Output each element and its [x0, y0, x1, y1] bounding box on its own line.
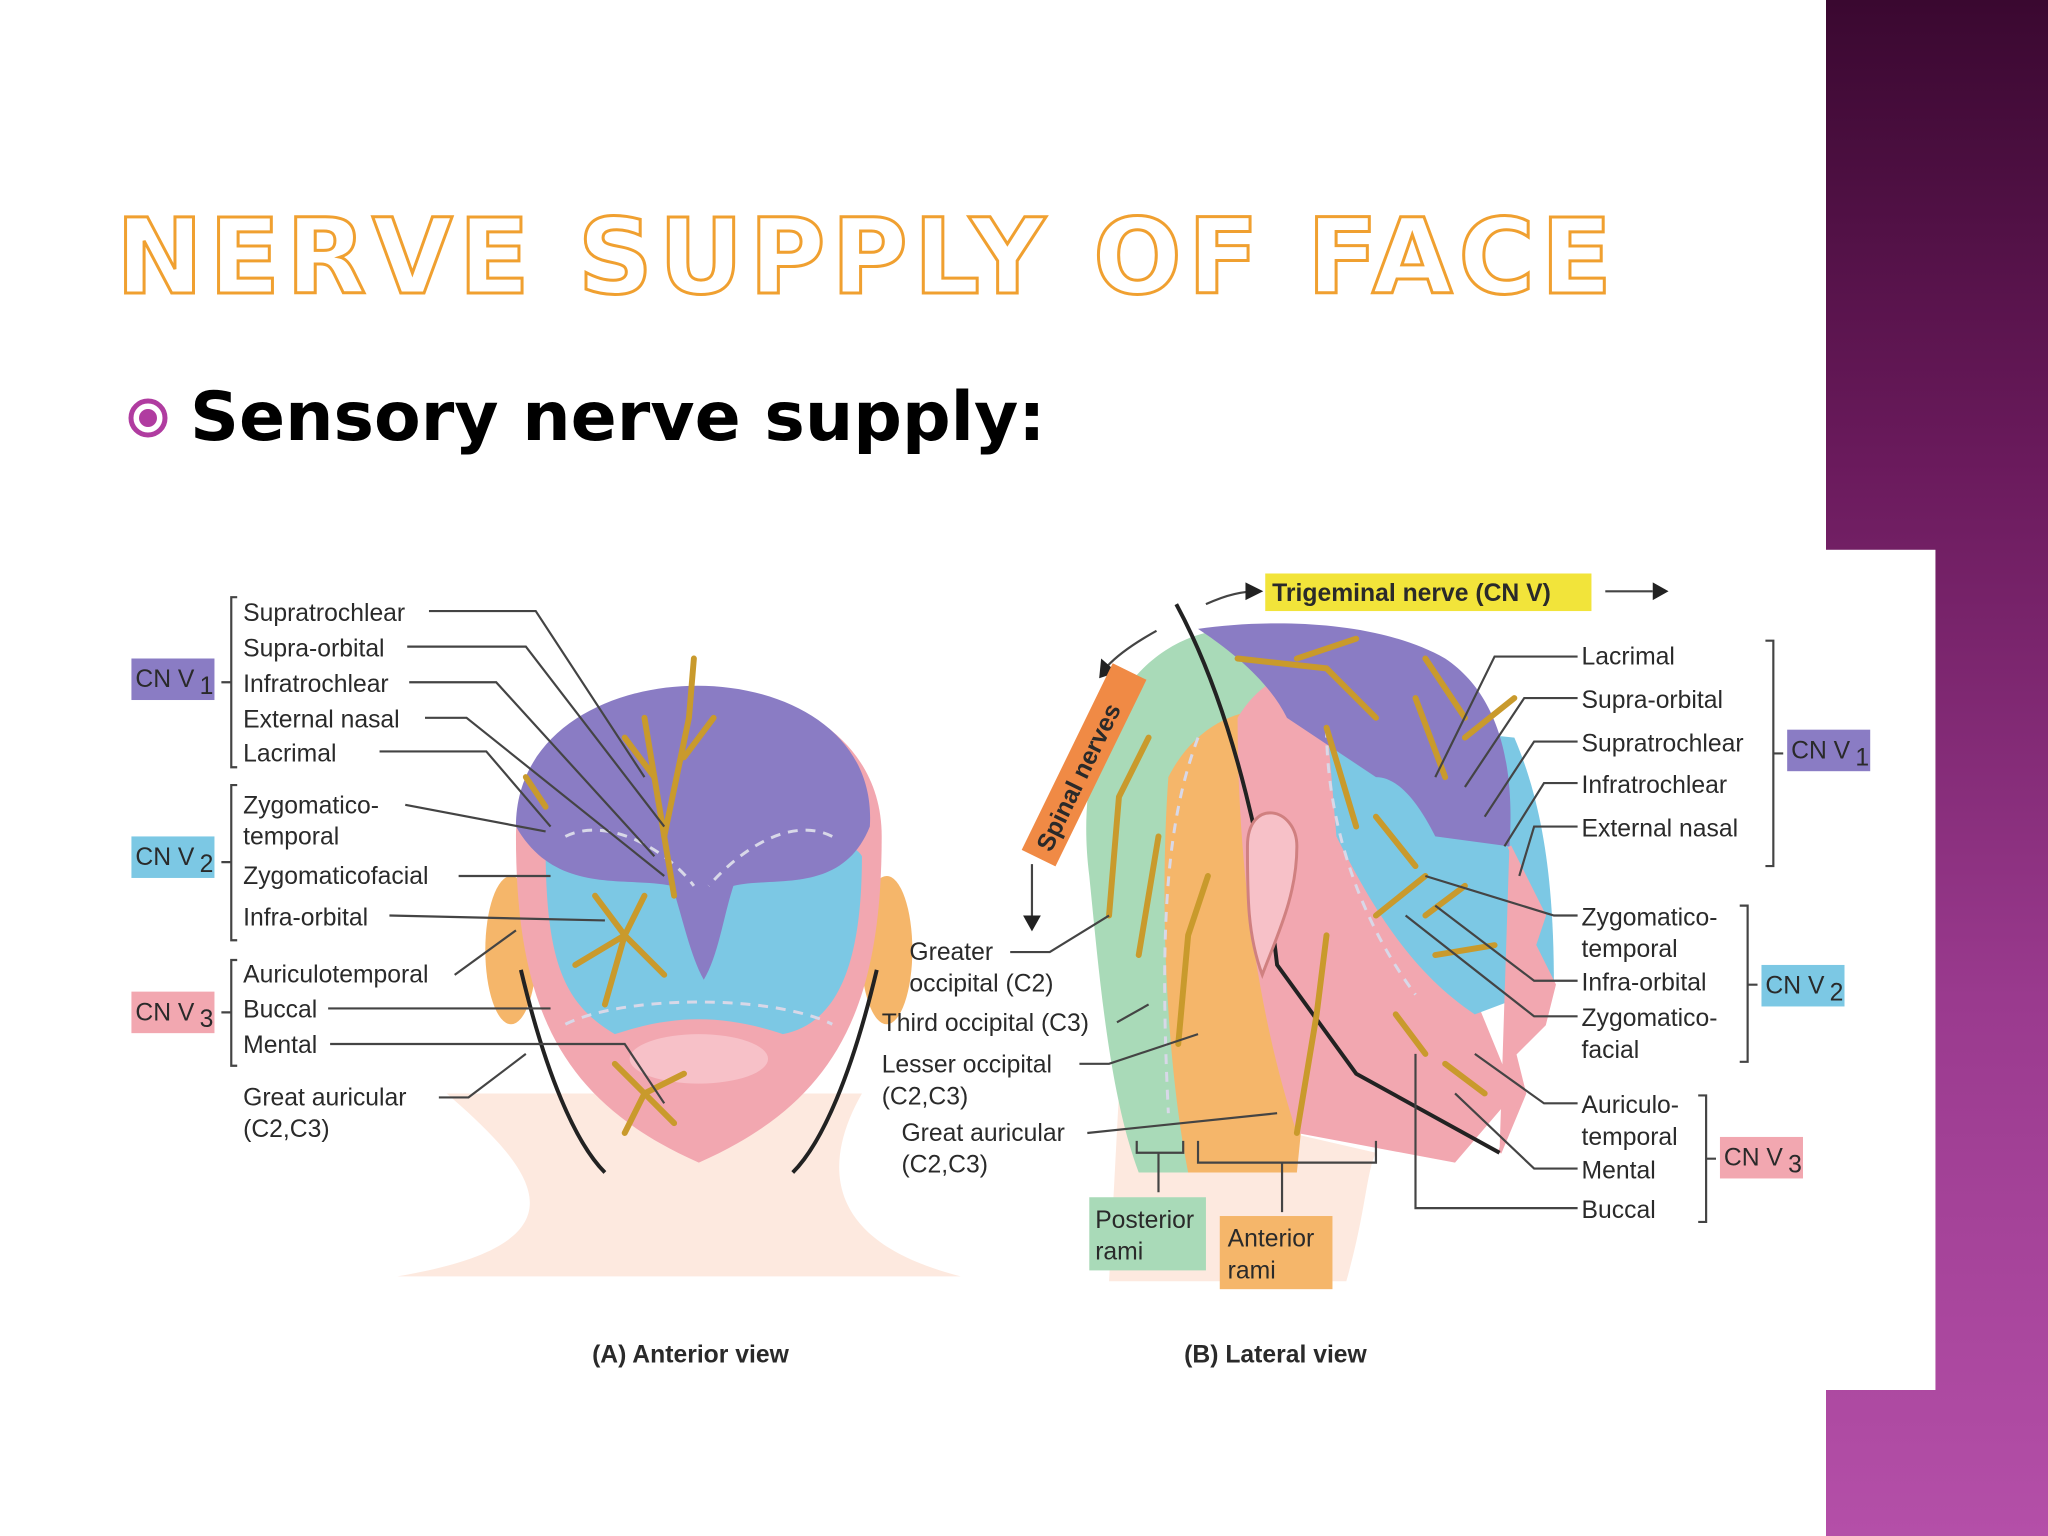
anterior-v1-label-0: Supratrochlear — [243, 600, 405, 627]
lateral-cervical-label-6: (C2,C3) — [901, 1152, 987, 1179]
nerve-supply-figure: CN V 1 CN V 2 CN V 3 Supratrochlear Supr… — [110, 530, 1946, 1390]
cn-v2-label-lateral: CN V — [1765, 973, 1825, 1000]
lateral-cervical-label-0: Greater — [909, 939, 993, 966]
lateral-v3-label-0: Auriculo- — [1582, 1092, 1679, 1119]
posterior-rami-label-0: Posterior — [1095, 1207, 1194, 1234]
cn-v3-sub-lateral: 3 — [1788, 1152, 1802, 1179]
lateral-v1-label-0: Lacrimal — [1582, 643, 1675, 670]
lateral-v2-label-2: Infra-orbital — [1582, 970, 1707, 997]
lateral-v1-label-3: Infratrochlear — [1582, 772, 1728, 799]
lateral-v1-label-1: Supra-orbital — [1582, 687, 1723, 714]
cn-v1-label-anterior: CN V — [135, 666, 195, 693]
anterior-great-auricular-1: (C2,C3) — [243, 1116, 329, 1143]
radio-bullet-icon — [126, 396, 170, 440]
anterior-rami-label-1: rami — [1228, 1257, 1276, 1284]
lateral-v3-label-2: Mental — [1582, 1157, 1656, 1184]
anterior-v2-label-3: Infra-orbital — [243, 904, 368, 931]
cn-v2-sub-lateral: 2 — [1830, 980, 1844, 1007]
cn-v2-label-anterior: CN V — [135, 844, 195, 871]
anterior-v3-label-2: Mental — [243, 1032, 317, 1059]
cn-v3-label-anterior: CN V — [135, 999, 195, 1026]
lateral-cervical-label-5: Great auricular — [901, 1120, 1064, 1147]
lateral-cervical-label-4: (C2,C3) — [882, 1083, 968, 1110]
anterior-v1-label-3: External nasal — [243, 707, 400, 734]
lateral-v2-label-4: facial — [1582, 1037, 1640, 1064]
lateral-v2-label-1: temporal — [1582, 936, 1678, 963]
bullet-text: Sensory nerve supply: — [190, 378, 1045, 457]
bullet-item: Sensory nerve supply: — [126, 378, 1045, 457]
anterior-v3-label-0: Auriculotemporal — [243, 962, 428, 989]
anterior-v3-label-1: Buccal — [243, 996, 317, 1023]
slide-title: NERVE SUPPLY OF FACE — [116, 205, 1618, 309]
cn-v2-sub-anterior: 2 — [200, 851, 214, 878]
cn-v3-sub-anterior: 3 — [200, 1006, 214, 1033]
anterior-v1-label-1: Supra-orbital — [243, 636, 384, 663]
nerve-diagram: CN V 1 CN V 2 CN V 3 Supratrochlear Supr… — [110, 530, 1946, 1390]
lateral-v2-label-3: Zygomatico- — [1582, 1005, 1718, 1032]
anterior-v2-label-1: temporal — [243, 823, 339, 850]
anterior-v2-label-0: Zygomatico- — [243, 793, 379, 820]
lateral-cervical-label-1: occipital (C2) — [909, 971, 1053, 998]
anterior-caption: (A) Anterior view — [592, 1341, 790, 1368]
anterior-rami-label-0: Anterior — [1228, 1226, 1315, 1253]
cn-v1-sub-lateral: 1 — [1855, 744, 1869, 771]
anterior-v2-label-2: Zygomaticofacial — [243, 863, 428, 890]
cn-v1-sub-anterior: 1 — [200, 673, 214, 700]
lateral-v2-label-0: Zygomatico- — [1582, 904, 1718, 931]
lateral-caption: (B) Lateral view — [1184, 1341, 1367, 1368]
anterior-v1-label-2: Infratrochlear — [243, 671, 389, 698]
cn-v1-label-lateral: CN V — [1791, 737, 1851, 764]
lateral-cervical-label-2: Third occipital (C3) — [882, 1010, 1089, 1037]
lateral-cervical-label-3: Lesser occipital — [882, 1052, 1052, 1079]
posterior-rami-label-1: rami — [1095, 1239, 1143, 1266]
lateral-v1-label-4: External nasal — [1582, 815, 1739, 842]
anterior-great-auricular-0: Great auricular — [243, 1084, 406, 1111]
lateral-v3-label-3: Buccal — [1582, 1197, 1656, 1224]
lateral-v1-label-2: Supratrochlear — [1582, 730, 1744, 757]
lateral-v3-label-1: temporal — [1582, 1124, 1678, 1151]
cn-v3-label-lateral: CN V — [1724, 1145, 1784, 1172]
anterior-v1-label-4: Lacrimal — [243, 740, 336, 767]
trigeminal-label: Trigeminal nerve (CN V) — [1272, 580, 1551, 607]
